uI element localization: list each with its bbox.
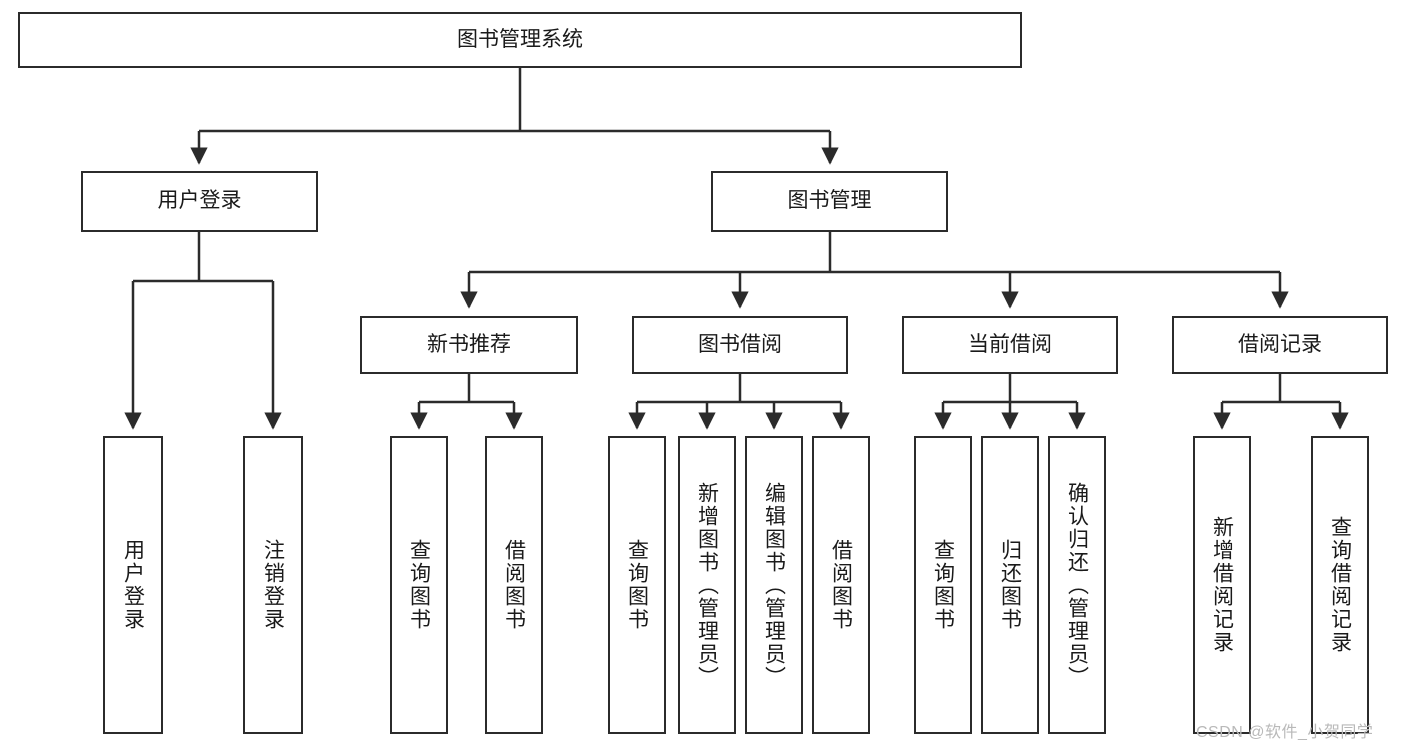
node-borrow-record-label: 借阅记录: [1238, 332, 1322, 356]
node-leaf-edit-book[interactable]: 编辑图书（管理员）: [745, 436, 803, 734]
node-leaf-edit-book-label: 编辑图书（管理员）: [762, 481, 786, 689]
node-borrow-record[interactable]: 借阅记录: [1172, 316, 1388, 374]
node-current-borrow[interactable]: 当前借阅: [902, 316, 1118, 374]
node-root-label: 图书管理系统: [457, 27, 583, 51]
node-book-borrow[interactable]: 图书借阅: [632, 316, 848, 374]
node-leaf-user-login[interactable]: 用户登录: [103, 436, 163, 734]
node-leaf-borrow-book-2[interactable]: 借阅图书: [812, 436, 870, 734]
node-user-login-label: 用户登录: [157, 189, 242, 213]
node-leaf-query-record[interactable]: 查询借阅记录: [1311, 436, 1369, 734]
node-leaf-return-book[interactable]: 归还图书: [981, 436, 1039, 734]
node-leaf-borrow-book-1[interactable]: 借阅图书: [485, 436, 543, 734]
node-leaf-query-book-2-label: 查询图书: [625, 539, 649, 631]
node-leaf-return-book-label: 归还图书: [998, 539, 1022, 631]
node-user-login[interactable]: 用户登录: [81, 171, 318, 232]
node-leaf-borrow-book-2-label: 借阅图书: [829, 539, 853, 631]
watermark-text: CSDN @软件_小贺同学: [1196, 724, 1374, 741]
node-leaf-add-book-label: 新增图书（管理员）: [695, 481, 719, 689]
node-leaf-user-logout-label: 注销登录: [261, 539, 285, 631]
node-leaf-query-book-1-label: 查询图书: [407, 539, 431, 631]
node-book-management-label: 图书管理: [787, 189, 872, 213]
node-leaf-confirm-return-label: 确认归还（管理员）: [1065, 481, 1089, 689]
node-leaf-query-book-3-label: 查询图书: [931, 539, 955, 631]
node-new-book-recommend-label: 新书推荐: [427, 332, 511, 356]
node-leaf-query-book-2[interactable]: 查询图书: [608, 436, 666, 734]
node-leaf-borrow-book-1-label: 借阅图书: [502, 539, 526, 631]
node-leaf-add-book[interactable]: 新增图书（管理员）: [678, 436, 736, 734]
node-root[interactable]: 图书管理系统: [18, 12, 1022, 68]
node-leaf-user-login-label: 用户登录: [121, 539, 145, 631]
node-leaf-query-book-3[interactable]: 查询图书: [914, 436, 972, 734]
node-leaf-user-logout[interactable]: 注销登录: [243, 436, 303, 734]
node-leaf-add-record[interactable]: 新增借阅记录: [1193, 436, 1251, 734]
node-new-book-recommend[interactable]: 新书推荐: [360, 316, 578, 374]
node-book-management[interactable]: 图书管理: [711, 171, 948, 232]
node-current-borrow-label: 当前借阅: [968, 332, 1052, 356]
node-leaf-query-record-label: 查询借阅记录: [1328, 516, 1352, 654]
node-book-borrow-label: 图书借阅: [698, 332, 782, 356]
node-leaf-add-record-label: 新增借阅记录: [1210, 516, 1234, 654]
node-leaf-query-book-1[interactable]: 查询图书: [390, 436, 448, 734]
node-leaf-confirm-return[interactable]: 确认归还（管理员）: [1048, 436, 1106, 734]
